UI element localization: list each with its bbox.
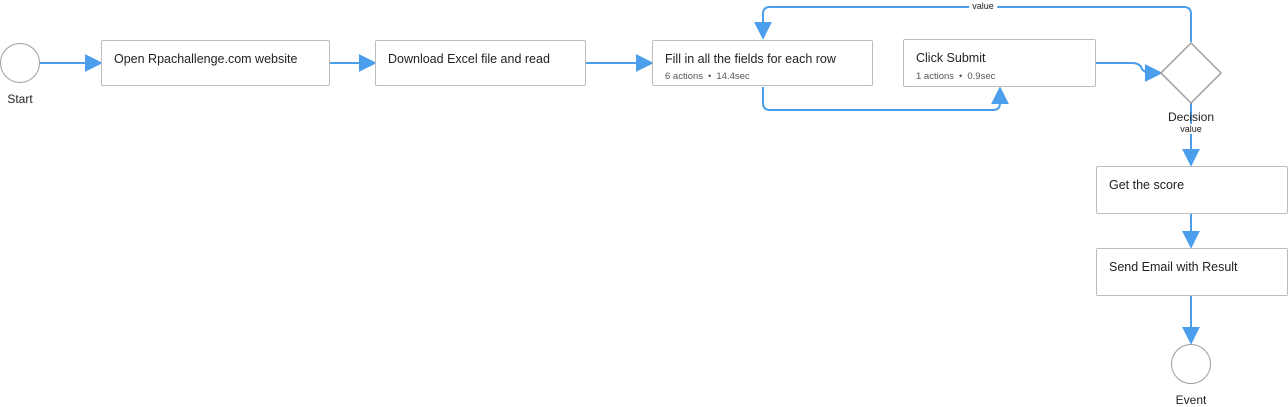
task-open-website[interactable]: Open Rpachallenge.com website — [101, 40, 330, 86]
task-duration: 14.4sec — [716, 71, 750, 82]
task-send-email[interactable]: Send Email with Result — [1096, 248, 1288, 296]
edge-decision-loop-back[interactable] — [754, 6, 1192, 42]
task-title: Get the score — [1109, 178, 1185, 192]
task-actions-count: 1 actions — [916, 71, 955, 82]
task-title: Open Rpachallenge.com website — [114, 52, 298, 66]
task-title: Download Excel file and read — [388, 52, 550, 66]
start-event-circle[interactable] — [0, 43, 40, 83]
edge-label-loop-value: value — [969, 1, 997, 11]
task-meta: 6 actions • 14.4sec — [665, 71, 750, 82]
task-title: Send Email with Result — [1109, 260, 1238, 274]
edge-label-down-value: value — [1177, 124, 1205, 134]
task-get-score[interactable]: Get the score — [1096, 166, 1288, 214]
start-event-label: Start — [7, 92, 33, 106]
task-click-submit[interactable]: Click Submit 1 actions • 0.9sec — [903, 39, 1096, 87]
end-event-label: Event — [1175, 393, 1207, 407]
end-event-circle[interactable] — [1171, 344, 1211, 384]
task-duration: 0.9sec — [967, 71, 996, 82]
task-meta: 1 actions • 0.9sec — [916, 71, 995, 82]
meta-separator: • — [708, 71, 712, 82]
edge-fill-to-submit[interactable] — [762, 86, 1009, 111]
task-actions-count: 6 actions — [665, 71, 704, 82]
meta-separator: • — [959, 71, 963, 82]
decision-label: Decision — [1167, 110, 1215, 124]
decision-gateway[interactable] — [1159, 41, 1223, 105]
edge-submit-to-decision[interactable] — [1096, 62, 1163, 82]
task-title: Click Submit — [916, 51, 986, 65]
task-title: Fill in all the fields for each row — [665, 52, 836, 66]
task-fill-fields[interactable]: Fill in all the fields for each row 6 ac… — [652, 40, 873, 86]
task-download-excel[interactable]: Download Excel file and read — [375, 40, 586, 86]
